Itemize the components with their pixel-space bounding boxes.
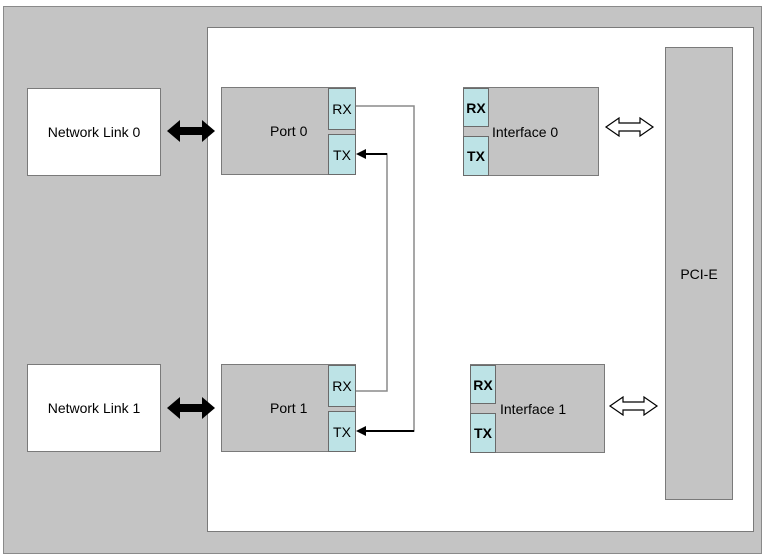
port-1-rx-to-port-0-tx-line bbox=[356, 153, 388, 392]
port-1-rx-label: RX bbox=[332, 378, 352, 394]
network-link-1-box: Network Link 1 bbox=[27, 364, 161, 452]
interface-0-tx: TX bbox=[463, 136, 489, 176]
interface-0-rx: RX bbox=[463, 88, 489, 127]
network-link-0-label: Network Link 0 bbox=[47, 124, 141, 140]
port-0-rx-label: RX bbox=[332, 101, 352, 117]
pci-e-label: PCI-E bbox=[680, 265, 718, 282]
interface-0-tx-label: TX bbox=[467, 148, 485, 164]
interface-1-rx-label: RX bbox=[473, 376, 493, 393]
link-1-port-1-arrow bbox=[167, 397, 215, 419]
port-1-tx-arrowhead bbox=[356, 426, 366, 436]
port-0-label: Port 0 bbox=[270, 123, 308, 139]
interface-1-rx: RX bbox=[470, 365, 496, 404]
port-0-rx: RX bbox=[328, 88, 356, 130]
port-1-tx-label: TX bbox=[333, 423, 351, 440]
interface-1-tx-label: TX bbox=[474, 425, 492, 441]
link-0-port-0-arrow bbox=[167, 120, 215, 142]
port-0-tx-arrowhead bbox=[356, 149, 366, 159]
interface-1-tx: TX bbox=[470, 413, 496, 453]
interface-1-label: Interface 1 bbox=[500, 400, 567, 417]
interface-0-pci-e-arrow bbox=[604, 116, 655, 138]
network-link-0-box: Network Link 0 bbox=[27, 88, 161, 176]
port-0-tx-label: TX bbox=[333, 146, 351, 163]
port-1-rx: RX bbox=[328, 365, 356, 407]
port-1-tx: TX bbox=[328, 411, 356, 452]
network-link-1-label: Network Link 1 bbox=[47, 400, 141, 416]
interface-0-label: Interface 0 bbox=[492, 123, 559, 140]
port-0-tx: TX bbox=[328, 134, 356, 175]
interface-1-pci-e-arrow bbox=[608, 395, 659, 417]
pci-e-bus: PCI-E bbox=[665, 47, 733, 500]
interface-0-rx-label: RX bbox=[466, 99, 486, 116]
port-1-label: Port 1 bbox=[270, 400, 308, 416]
